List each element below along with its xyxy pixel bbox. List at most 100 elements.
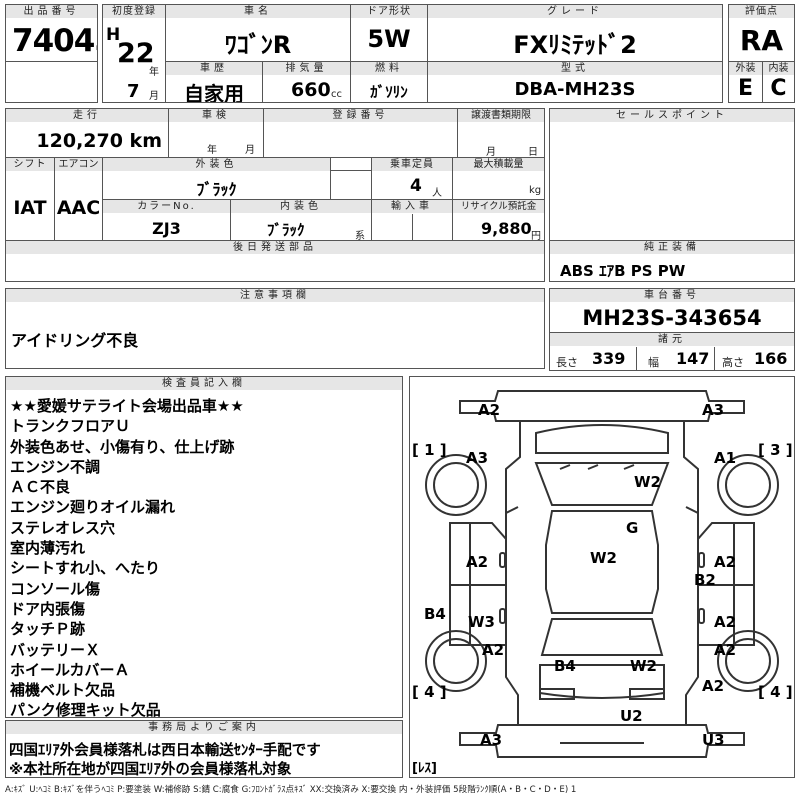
damage-mark: W2 — [590, 549, 617, 567]
dimensions-cell: 諸元 長さ 339 幅 147 高さ 166 — [549, 332, 795, 371]
inspection-cell: 車検 年 月 — [168, 108, 264, 158]
score: RA — [739, 24, 784, 57]
registration-year-unit: 年 — [149, 67, 159, 78]
lot-number: 74045 — [12, 23, 97, 59]
corner-label-bottom: [ﾚｽ] — [412, 761, 437, 776]
first-registration-cell: 初度登録 H 22 年 7 月 — [102, 4, 166, 103]
transfer-day-unit: 日 — [528, 147, 538, 158]
damage-mark: G — [626, 519, 639, 537]
recycle-cell: リサイクル預託金 9,880 円 — [452, 199, 545, 241]
damage-mark: W2 — [634, 473, 661, 491]
transfer-deadline-label: 譲渡書類期限 — [458, 109, 544, 122]
capacity-label: 乗車定員 — [372, 158, 452, 171]
caution-label: 注意事項欄 — [6, 289, 544, 302]
displacement: 660 — [291, 79, 331, 101]
import-cell: 輸入車 — [371, 199, 453, 241]
damage-mark: B4 — [554, 657, 576, 675]
damage-mark: B4 — [424, 605, 446, 623]
damage-mark: A2 — [714, 553, 737, 571]
office-notice-cell: 事務局よりご案内 四国ｴﾘｱ外会員様落札は西日本輸送ｾﾝﾀｰ手配です ※本社所在… — [5, 720, 403, 778]
plate-cell: 登録番号 — [263, 108, 458, 158]
max-load-cell: 最大積載量 kg — [452, 157, 545, 200]
aircon-cell: エアコン AAC — [54, 157, 103, 241]
inspector-note-line: ＡＣ不良 — [10, 478, 71, 497]
inspector-note-line: 室内薄汚れ — [10, 539, 86, 558]
interior-color-cell: 内装色 ﾌﾞﾗｯｸ 系 — [230, 199, 372, 241]
shift: IAT — [13, 197, 47, 219]
damage-mark: W3 — [468, 613, 495, 631]
exterior-grade: E — [737, 76, 754, 101]
exterior-grade-cell: 外装 E — [728, 61, 763, 103]
exterior-color-cell: 外装色 ﾌﾞﾗｯｸ — [102, 157, 331, 200]
office-notice-label: 事務局よりご案内 — [6, 721, 402, 734]
office-notice-line2: ※本社所在地が四国ｴﾘｱ外の会員様落札対象 — [9, 762, 292, 778]
car-name-cell: 車名 ﾜｺﾞﾝR — [165, 4, 351, 62]
damage-mark: A2 — [466, 553, 489, 571]
later-parts-cell: 後日発送部品 — [5, 240, 545, 282]
inspector-note-line: 補機ベルト欠品 — [10, 681, 116, 700]
chassis-cell: 車台番号 MH23S-343654 — [549, 288, 795, 333]
capacity: 4 — [410, 176, 422, 196]
exterior-color-label: 外装色 — [103, 158, 330, 171]
inspector-notes-label: 検査員記入欄 — [6, 377, 402, 390]
recycle-unit: 円 — [531, 231, 541, 241]
caution-cell: 注意事項欄 アイドリング不良 — [5, 288, 545, 369]
damage-mark: A2 — [702, 677, 725, 695]
color-number: ZJ3 — [152, 219, 181, 238]
inspector-note-line: ドア内張傷 — [10, 599, 86, 618]
damage-mark: U3 — [702, 731, 725, 749]
inspector-note-line: バッテリーＸ — [10, 640, 101, 659]
aircon-label: エアコン — [55, 158, 102, 171]
damage-mark: A3 — [466, 449, 489, 467]
legend-text: A:ｷｽﾞ U:ﾍｺﾐ B:ｷｽﾞを伴うﾍｺﾐ P:要塗装 W:補修跡 S:錆 … — [5, 785, 577, 795]
capacity-cell: 乗車定員 4 人 — [371, 157, 453, 200]
interior-grade: C — [770, 76, 787, 101]
shift-label: シフト — [6, 158, 54, 171]
equipment-cell: 純正装備 ABS ｴｱB PS PW — [549, 240, 795, 282]
height-value: 166 — [754, 349, 788, 368]
exterior-color: ﾌﾞﾗｯｸ — [196, 180, 237, 199]
inspector-note-line: エンジン廻りオイル漏れ — [10, 498, 176, 517]
inspection-month-unit: 月 — [245, 145, 255, 156]
inspector-note-line: ★★愛媛サテライト会場出品車★★ — [10, 397, 244, 415]
corner-label-tl: [ 1 ] — [412, 441, 447, 459]
inspector-note-line: パンク修理キット欠品 — [10, 701, 161, 718]
transfer-deadline-cell: 譲渡書類期限 月 日 — [457, 108, 545, 158]
aircon: AAC — [56, 197, 101, 219]
car-outline-diagram — [425, 390, 779, 758]
exterior-grade-label: 外装 — [729, 62, 762, 75]
shift-cell: シフト IAT — [5, 157, 55, 241]
equipment-label: 純正装備 — [550, 241, 794, 254]
color-number-cell: カラーNo. ZJ3 — [102, 199, 231, 241]
exterior-color-extra-cell — [330, 170, 372, 200]
lot-number-label: 出品番号 — [6, 5, 97, 18]
chassis-label: 車台番号 — [550, 289, 794, 302]
inspector-note-line: 外装色あせ、小傷有り、仕上げ跡 — [10, 437, 235, 456]
inspector-note-line: ステレオレス穴 — [10, 518, 116, 537]
height-label: 高さ — [722, 356, 744, 369]
door-type-label: ドア形状 — [351, 5, 427, 18]
lot-number-cell: 出品番号 74045 — [5, 4, 98, 62]
lot-number-extra-cell — [5, 61, 98, 103]
model: DBA-MH23S — [514, 79, 636, 100]
equipment-value: ABS ｴｱB PS PW — [560, 262, 686, 280]
damage-mark: A3 — [480, 731, 503, 749]
grade-label: グレード — [428, 5, 722, 18]
plate-label: 登録番号 — [264, 109, 457, 122]
later-parts-label: 後日発送部品 — [6, 241, 544, 254]
displacement-label: 排気量 — [263, 62, 350, 75]
damage-mark: W2 — [630, 657, 657, 675]
damage-mark: A2 — [478, 401, 501, 419]
inspector-note-line: トランクフロアＵ — [10, 417, 131, 436]
car-name: ﾜｺﾞﾝR — [224, 31, 292, 59]
damage-mark: A2 — [714, 613, 737, 631]
registration-year: 22 — [117, 38, 155, 69]
inspector-note-line: シートすれ小、へたり — [10, 559, 161, 578]
damage-mark: A3 — [702, 401, 725, 419]
width-label: 幅 — [648, 356, 659, 369]
displacement-cell: 排気量 660 cc — [262, 61, 351, 103]
color-number-label: カラーNo. — [103, 200, 230, 213]
car-name-label: 車名 — [166, 5, 350, 18]
